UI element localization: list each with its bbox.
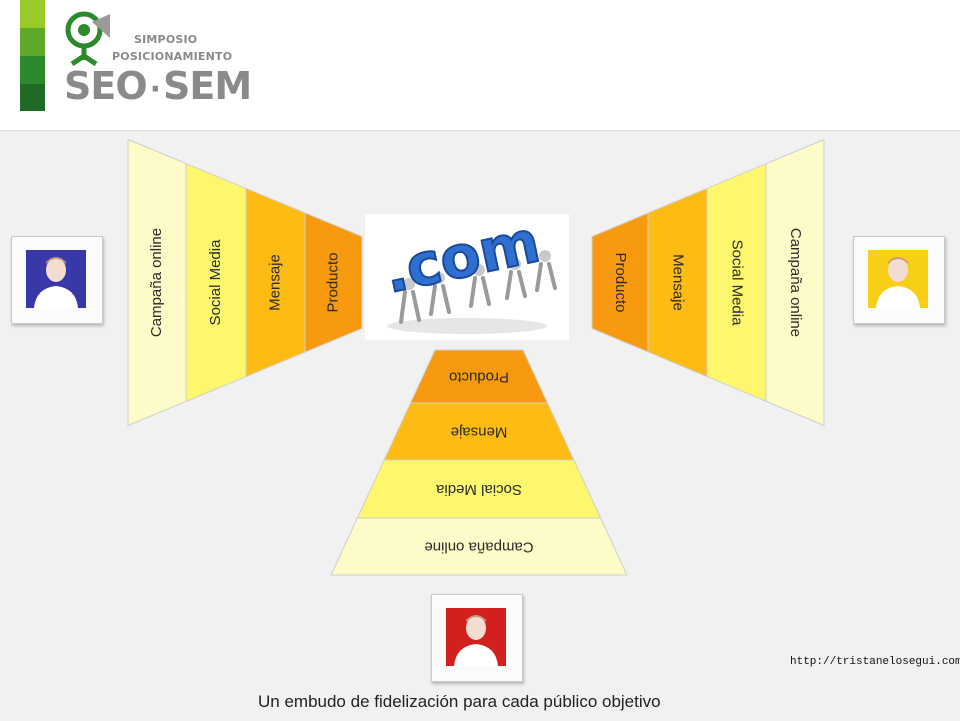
- logo-icon: [65, 11, 110, 66]
- funnel-label: Social Media: [729, 240, 746, 327]
- logo-bar-segment: [20, 56, 45, 84]
- logo-word-sem: SEM: [163, 64, 252, 108]
- funnel-label: Campaña online: [787, 228, 804, 337]
- logo-bar-segment: [20, 28, 45, 56]
- funnel-label: Mensaje: [451, 424, 508, 441]
- funnel-label: Social Media: [207, 239, 224, 326]
- funnel-label: Mensaje: [670, 254, 687, 311]
- person-avatar-icon: [446, 608, 506, 666]
- avatar-left: [11, 236, 103, 324]
- header: SIMPOSIO POSICIONAMIENTO SEO·SEM: [0, 0, 960, 130]
- funnel-label: Producto: [324, 252, 341, 312]
- logo-line1: SIMPOSIO: [134, 33, 198, 46]
- logo-line2: POSICIONAMIENTO: [112, 50, 233, 63]
- funnel-segment: [330, 517, 628, 576]
- avatar-right-bg: [868, 250, 928, 308]
- logo-title: SEO·SEM: [64, 64, 252, 108]
- funnel-label: Producto: [449, 369, 509, 386]
- logo-bar-segment: [20, 0, 45, 28]
- funnel-label: Campaña online: [148, 228, 165, 337]
- funnel-label: Mensaje: [266, 254, 283, 311]
- person-avatar-icon: [26, 250, 86, 308]
- right-funnel: Producto Mensaje Social Media Campaña onlin…: [591, 138, 825, 427]
- logo-word-seo: SEO: [64, 64, 148, 108]
- avatar-right: [853, 236, 945, 324]
- avatar-bottom-bg: [446, 608, 506, 666]
- logo-bar-segment: [20, 84, 45, 111]
- funnel-label: Campaña online: [424, 539, 533, 556]
- left-funnel: Campaña online Social Media Mensaje Product…: [127, 138, 363, 427]
- person-avatar-icon: [868, 250, 928, 308]
- avatar-left-bg: [26, 250, 86, 308]
- dotcom-illustration: .com: [377, 206, 557, 334]
- dotcom-image: .com: [365, 206, 569, 340]
- funnel-segment: [304, 212, 363, 353]
- dotcom-text: .com: [378, 214, 545, 306]
- caption: Un embudo de fidelización para cada públ…: [258, 692, 661, 711]
- funnel-label: Social Media: [435, 481, 522, 498]
- funnel-segment: [765, 138, 825, 427]
- logo-separator: ·: [149, 72, 161, 107]
- funnel-label: Producto: [612, 252, 629, 312]
- source-url: http://tristanelosegui.com: [790, 656, 960, 668]
- avatar-bottom: [431, 594, 523, 682]
